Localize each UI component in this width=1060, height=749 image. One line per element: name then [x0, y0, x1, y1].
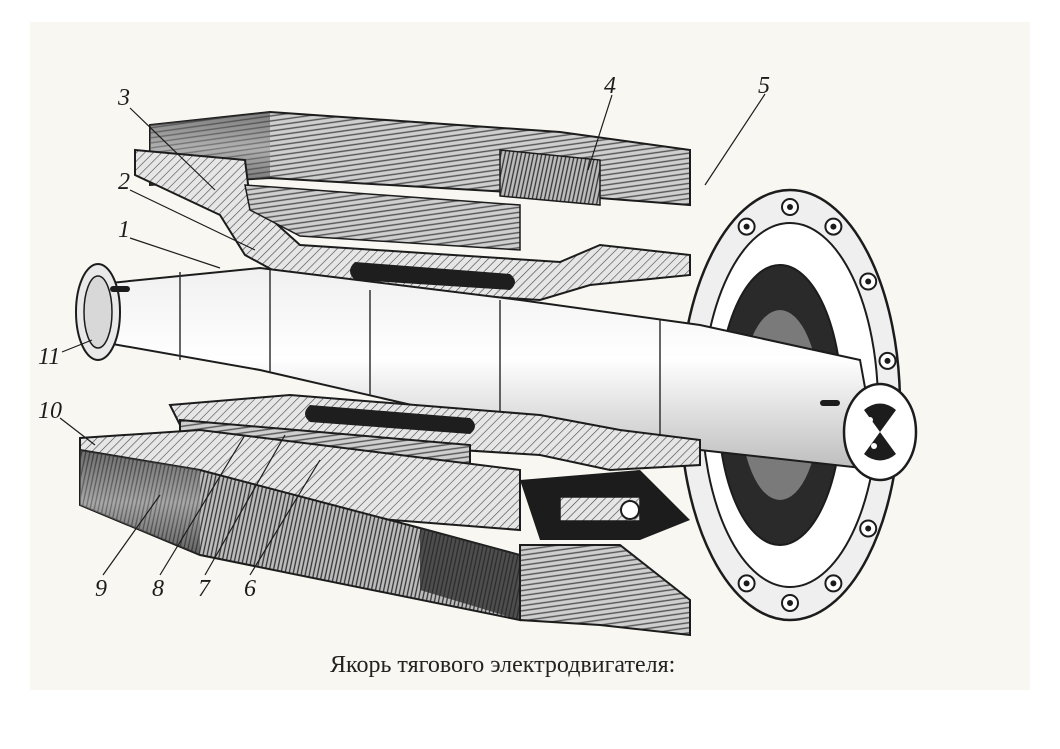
callout-7: 7	[198, 576, 210, 602]
bolt-center	[830, 223, 837, 230]
leader-7	[204, 434, 286, 576]
ring-bolts	[737, 198, 897, 612]
commutator-nut	[520, 470, 690, 540]
bolt-center	[743, 223, 750, 230]
bolt-center	[743, 580, 750, 587]
callout-1: 1	[118, 217, 130, 243]
leader-1	[129, 237, 221, 269]
callout-4: 4	[604, 73, 616, 99]
callout-8: 8	[152, 576, 164, 602]
bolt-center	[830, 580, 837, 587]
callout-2: 2	[118, 169, 130, 195]
callout-3: 3	[118, 85, 130, 111]
callout-5: 5	[758, 73, 770, 99]
leader-4	[587, 94, 613, 171]
bolt-center	[865, 525, 872, 532]
upper-section-cut	[134, 148, 691, 302]
leader-lines	[59, 93, 766, 576]
callout-6: 6	[244, 576, 256, 602]
callout-9: 9	[95, 576, 107, 602]
bolt-center	[865, 278, 872, 285]
leader-8	[159, 434, 246, 576]
bolt-center	[884, 357, 891, 364]
leader-2	[129, 189, 256, 251]
shaft	[75, 263, 918, 482]
leader-3	[129, 107, 216, 191]
leader-5	[704, 93, 766, 186]
leader-10	[59, 417, 96, 446]
lower-core	[79, 418, 691, 637]
leader-9	[102, 494, 161, 576]
bolt-center	[787, 600, 793, 606]
callout-10: 10	[38, 398, 62, 424]
leader-6	[249, 459, 321, 576]
bolt-center	[787, 204, 793, 210]
callout-11: 11	[38, 344, 61, 370]
leader-11	[61, 339, 93, 353]
figure-caption: Якорь тягового электродвигателя:	[330, 652, 676, 678]
